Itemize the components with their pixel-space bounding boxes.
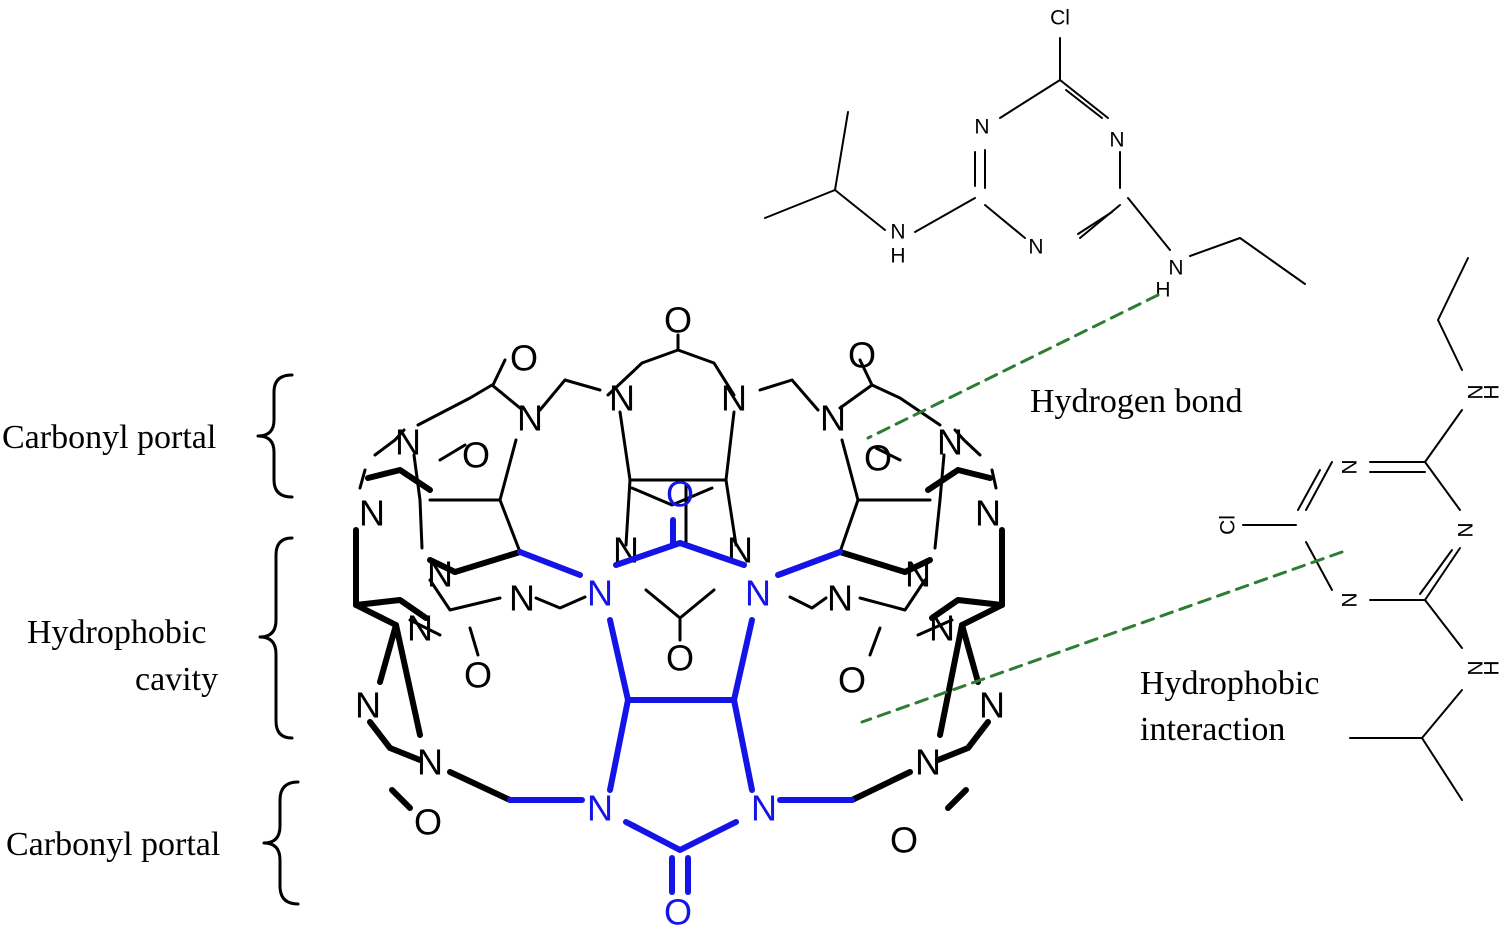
svg-text:N: N bbox=[517, 398, 543, 439]
svg-text:N: N bbox=[937, 422, 963, 463]
svg-text:O: O bbox=[890, 820, 918, 861]
svg-text:O: O bbox=[462, 435, 490, 476]
svg-text:N: N bbox=[609, 378, 635, 419]
svg-text:N: N bbox=[1465, 384, 1488, 399]
svg-text:N: N bbox=[929, 608, 955, 649]
carbonyl-portal-bottom-bracket bbox=[262, 780, 300, 906]
carbonyl-portal-bottom-label: Carbonyl portal bbox=[6, 826, 220, 863]
cucurbituril-macrocycle: O N N O O N N N N O O N N N N N N N N N … bbox=[353, 300, 1005, 861]
svg-text:N: N bbox=[355, 685, 381, 726]
hydrophobic-interaction-label-line2: interaction bbox=[1140, 711, 1285, 748]
svg-text:N: N bbox=[1339, 459, 1362, 474]
black-atom-labels: O N N O O N N N N O O N N N N N N N N N … bbox=[355, 300, 1005, 861]
svg-text:N: N bbox=[890, 221, 905, 244]
svg-text:N: N bbox=[915, 742, 941, 783]
atrazine-molecule-right: N H N N N Cl N H bbox=[1217, 257, 1500, 801]
svg-text:N: N bbox=[395, 422, 421, 463]
svg-text:N: N bbox=[1168, 257, 1183, 280]
svg-text:N: N bbox=[587, 788, 613, 829]
right-annotations: Hydrogen bond Hydrophobic interaction bbox=[1030, 383, 1319, 748]
svg-text:Cl: Cl bbox=[1217, 515, 1240, 535]
svg-text:N: N bbox=[745, 573, 771, 614]
svg-text:N: N bbox=[827, 578, 853, 619]
svg-text:N: N bbox=[427, 554, 453, 595]
carbonyl-portal-top-bracket bbox=[256, 373, 294, 499]
svg-text:O: O bbox=[664, 892, 692, 933]
hydrophobic-interaction-label-line1: Hydrophobic bbox=[1140, 665, 1319, 702]
hydrophobic-cavity-bracket bbox=[258, 536, 294, 740]
svg-text:N: N bbox=[905, 554, 931, 595]
svg-text:N: N bbox=[407, 608, 433, 649]
black-thick-bonds bbox=[353, 467, 1005, 811]
svg-text:N: N bbox=[820, 398, 846, 439]
svg-text:N: N bbox=[417, 742, 443, 783]
hydrophobic-cavity-label-line2: cavity bbox=[135, 661, 218, 698]
svg-text:O: O bbox=[510, 338, 538, 379]
svg-text:N: N bbox=[359, 493, 385, 534]
svg-text:O: O bbox=[864, 438, 892, 479]
svg-text:O: O bbox=[664, 300, 692, 341]
svg-text:N: N bbox=[1339, 592, 1362, 607]
svg-text:N: N bbox=[975, 493, 1001, 534]
svg-text:N: N bbox=[587, 573, 613, 614]
svg-text:O: O bbox=[848, 335, 876, 376]
left-annotations: Carbonyl portal Hydrophobic cavity Carbo… bbox=[2, 373, 300, 906]
svg-text:N: N bbox=[751, 788, 777, 829]
interaction-lines bbox=[860, 293, 1344, 724]
highlighted-glycoluril-unit: O N N N N O bbox=[507, 474, 855, 933]
hydrophobic-interaction-line bbox=[860, 550, 1344, 724]
svg-text:N: N bbox=[1465, 660, 1488, 675]
svg-text:O: O bbox=[838, 660, 866, 701]
svg-text:H: H bbox=[1481, 384, 1500, 399]
svg-text:N: N bbox=[1109, 129, 1124, 152]
svg-text:N: N bbox=[721, 378, 747, 419]
svg-text:Cl: Cl bbox=[1050, 7, 1070, 30]
hydrophobic-cavity-label-line1: Hydrophobic bbox=[27, 614, 206, 651]
svg-text:N: N bbox=[1455, 522, 1478, 537]
carbonyl-portal-top-label: Carbonyl portal bbox=[2, 419, 216, 456]
svg-text:O: O bbox=[464, 655, 492, 696]
svg-text:O: O bbox=[666, 474, 694, 515]
svg-text:O: O bbox=[414, 802, 442, 843]
hydrogen-bond-label: Hydrogen bond bbox=[1030, 383, 1242, 420]
hydrogen-bond-line bbox=[866, 293, 1160, 440]
svg-text:N: N bbox=[1028, 236, 1043, 259]
svg-text:N: N bbox=[509, 578, 535, 619]
svg-text:N: N bbox=[974, 116, 989, 139]
svg-text:O: O bbox=[666, 638, 694, 679]
black-bonds bbox=[358, 333, 998, 657]
atrazine-molecule-top: Cl N N N N H N H bbox=[764, 7, 1306, 302]
svg-text:H: H bbox=[890, 245, 905, 268]
svg-text:H: H bbox=[1155, 279, 1170, 302]
svg-text:N: N bbox=[979, 685, 1005, 726]
svg-text:H: H bbox=[1481, 660, 1500, 675]
